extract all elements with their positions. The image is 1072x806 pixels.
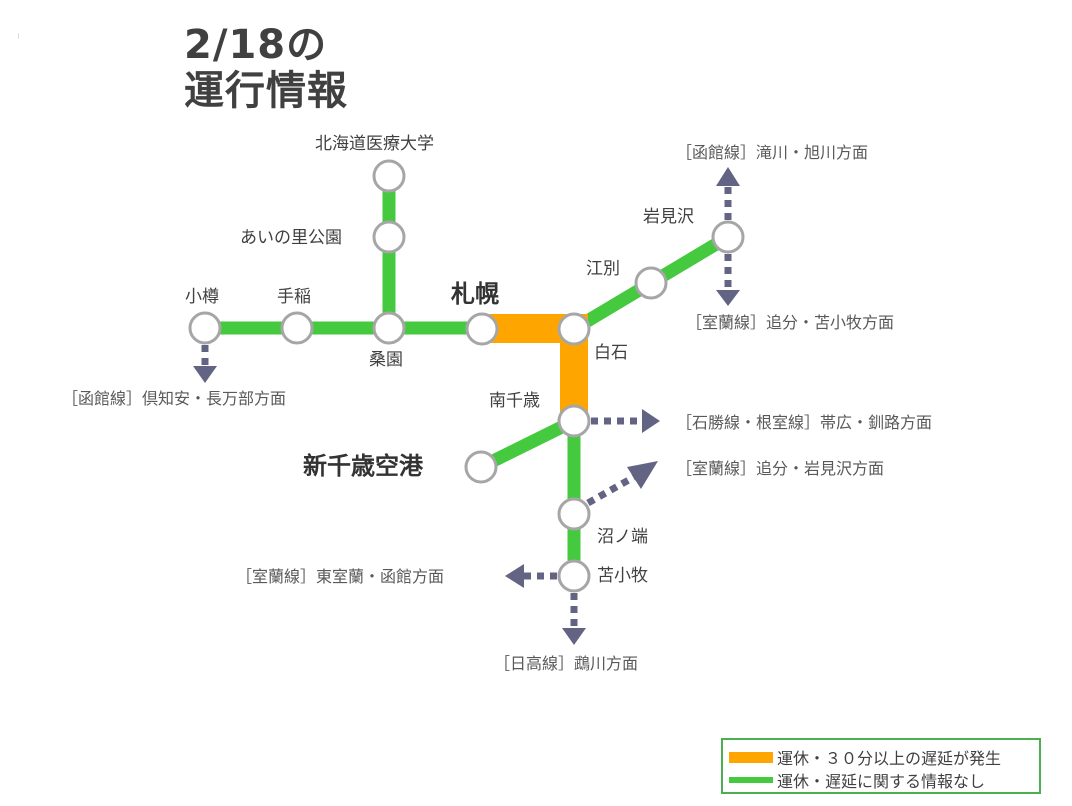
legend: 運休・３０分以上の遅延が発生 運休・遅延に関する情報なし	[721, 738, 1041, 794]
legend-text-normal: 運休・遅延に関する情報なし	[777, 772, 986, 791]
legend-swatch-green	[729, 777, 773, 783]
label-numanohata: 沼ノ端	[597, 527, 648, 547]
direction-hidaka-mukawa: ［日高線］鵡川方面	[494, 654, 639, 673]
station-shiroishi[interactable]	[557, 312, 591, 346]
direction-muroran-oiwake-tomakomai: ［室蘭線］追分・苫小牧方面	[686, 313, 895, 332]
station-minami-chitose[interactable]	[557, 404, 591, 438]
station-ainosato-koen[interactable]	[372, 220, 406, 254]
station-soen[interactable]	[372, 311, 406, 345]
label-ainosato-koen: あいの里公園	[240, 228, 342, 248]
direction-sekisho-nemuro: ［石勝線・根室線］帯広・釧路方面	[676, 413, 933, 432]
arrow-up-icon	[716, 167, 740, 186]
legend-text-disrupted: 運休・３０分以上の遅延が発生	[777, 749, 1002, 768]
arrow-upright-icon	[627, 461, 658, 489]
label-tomakomai: 苫小牧	[597, 566, 648, 586]
label-minami-chitose: 南千歳	[489, 391, 540, 411]
label-sapporo: 札幌	[451, 280, 499, 308]
station-shin-chitose-kuko[interactable]	[464, 450, 498, 484]
label-teine: 手稲	[277, 287, 311, 307]
page-title: 2/18の 運行情報	[184, 22, 348, 114]
corner-mark	[18, 33, 19, 39]
legend-item-normal: 運休・遅延に関する情報なし	[729, 768, 985, 792]
station-iwamizawa[interactable]	[711, 220, 745, 254]
stations	[188, 159, 745, 593]
arrow-down-icon	[562, 628, 586, 645]
station-numanohata[interactable]	[557, 497, 591, 531]
legend-swatch-orange	[729, 751, 773, 763]
label-iwamizawa: 岩見沢	[643, 207, 694, 227]
arrow-down-icon	[193, 366, 217, 383]
arrow-left-icon	[505, 564, 524, 588]
label-ebetsu: 江別	[586, 259, 620, 279]
arrow-heads	[193, 167, 740, 645]
label-shiroishi: 白石	[594, 343, 628, 363]
label-hokkaido-iryo-daigaku: 北海道医療大学	[315, 134, 434, 154]
arrow-down-icon	[716, 290, 740, 306]
direction-hakodate-kutchan: ［函館線］倶知安・長万部方面	[62, 389, 287, 408]
label-shin-chitose-kuko: 新千歳空港	[303, 452, 423, 480]
legend-item-disrupted: 運休・３０分以上の遅延が発生	[729, 745, 1001, 769]
label-soen: 桑園	[369, 350, 403, 370]
direction-hakodate-takikawa: ［函館線］滝川・旭川方面	[676, 143, 869, 162]
line-airport[interactable]	[478, 415, 577, 473]
station-hokkaido-iryo-daigaku[interactable]	[372, 159, 406, 193]
station-ebetsu[interactable]	[634, 266, 668, 300]
arrow-right-icon	[642, 409, 660, 433]
direction-muroran-oiwake-iwamizawa: ［室蘭線］追分・岩見沢方面	[676, 459, 885, 478]
station-tomakomai[interactable]	[557, 559, 591, 593]
direction-muroran-higashimuroran: ［室蘭線］東室蘭・函館方面	[236, 567, 445, 586]
station-otaru[interactable]	[188, 311, 222, 345]
station-sapporo[interactable]	[465, 312, 499, 346]
direction-arrow-lines	[201, 186, 732, 628]
station-teine[interactable]	[280, 311, 314, 345]
title-date: 2/18の	[184, 22, 328, 68]
title-heading: 運行情報	[184, 68, 348, 114]
label-otaru: 小樽	[185, 287, 219, 307]
